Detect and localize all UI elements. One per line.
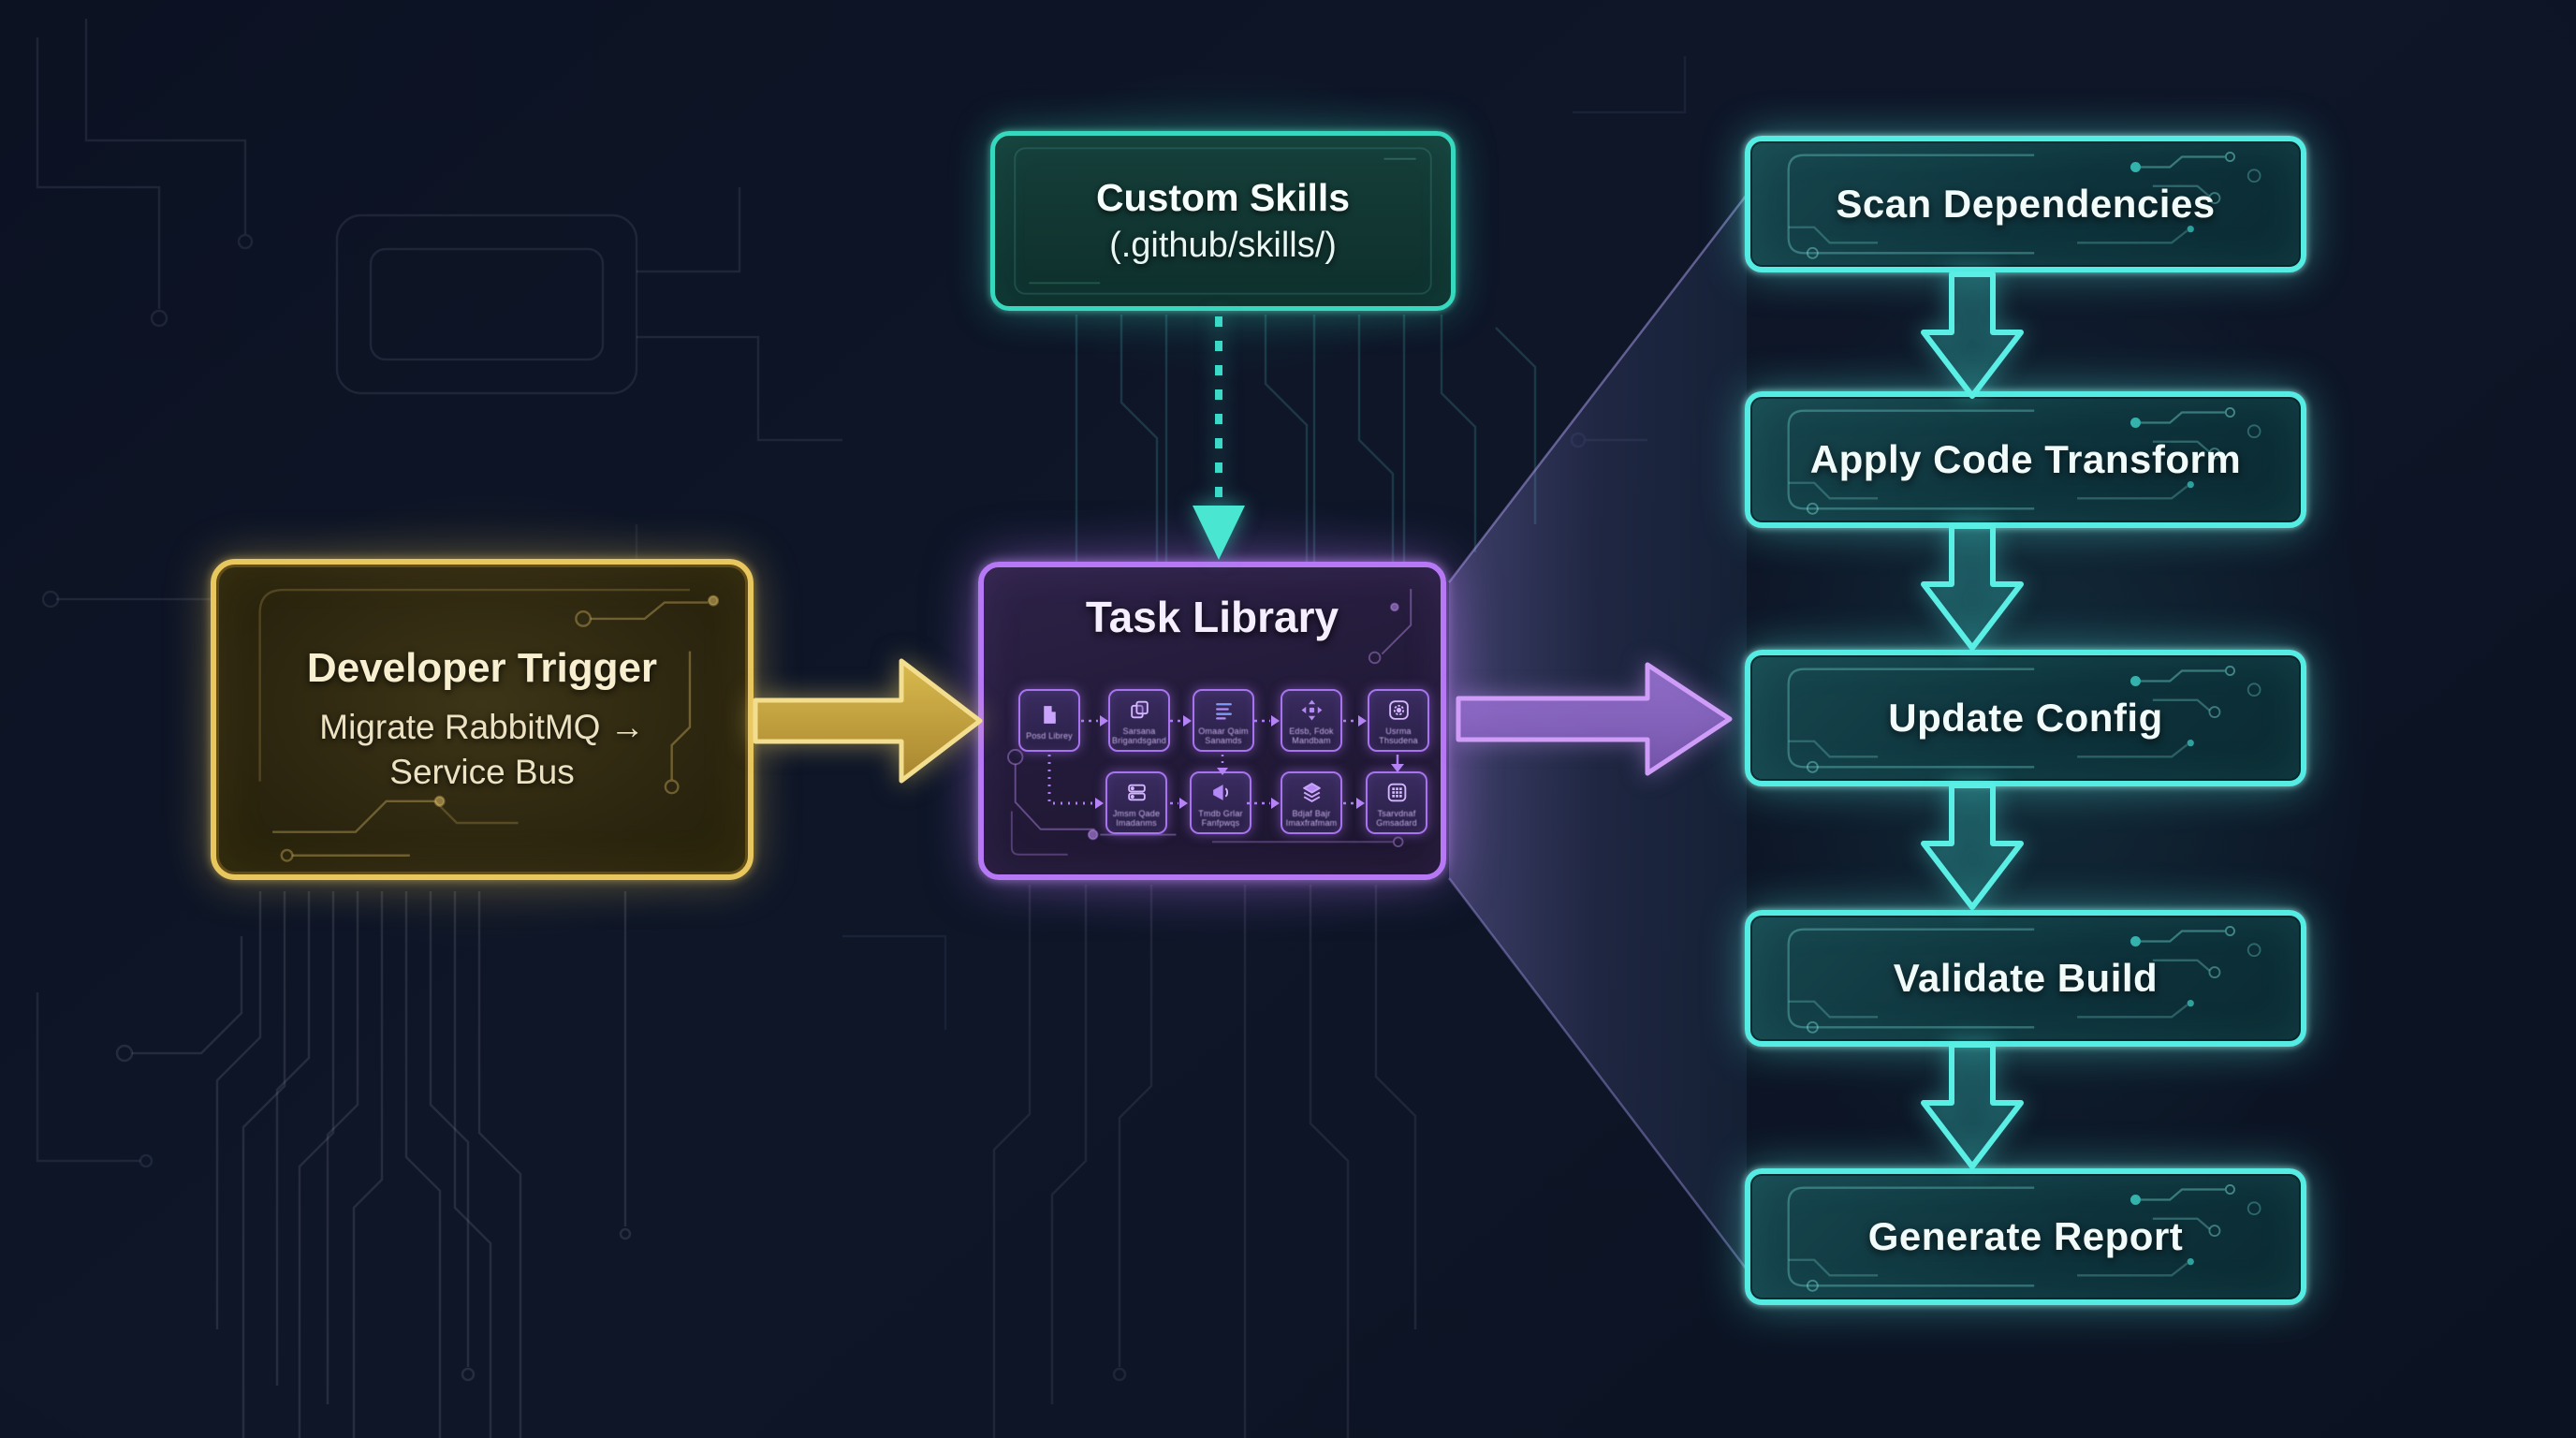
pipeline-step-label: Apply Code Transform bbox=[1809, 437, 2242, 481]
pipeline-step-label: Update Config bbox=[1888, 696, 2163, 740]
pipeline-step-label: Generate Report bbox=[1867, 1214, 2184, 1258]
task-library-title: Task Library bbox=[1085, 593, 1339, 641]
task-mini-label: Posd Librey bbox=[1026, 730, 1073, 741]
developer-trigger-task: Migrate RabbitMQ → Service Bus bbox=[319, 705, 645, 794]
library-to-pipeline-arrow bbox=[1456, 662, 1733, 776]
pipeline-step-validate-build: Validate Build bbox=[1745, 910, 2306, 1047]
custom-skills-node: Custom Skills (.github/skills/) bbox=[990, 131, 1456, 311]
pipeline-down-arrow-4 bbox=[1916, 1039, 2028, 1170]
list-icon bbox=[1212, 697, 1236, 723]
library-icon bbox=[1038, 702, 1061, 727]
pipeline-down-arrow-1 bbox=[1916, 269, 2028, 400]
layers-icon bbox=[1300, 780, 1324, 805]
move-arrows-icon bbox=[1300, 697, 1324, 723]
custom-skills-path: (.github/skills/) bbox=[1109, 226, 1337, 265]
copy-icon bbox=[1128, 697, 1151, 723]
circuit-decoration bbox=[995, 136, 1451, 306]
trigger-to-library-arrow bbox=[753, 658, 983, 784]
pipeline-down-arrow-2 bbox=[1916, 521, 2028, 652]
task-line-2: Service Bus bbox=[389, 752, 575, 791]
pipeline-down-arrow-3 bbox=[1916, 780, 2028, 911]
gear-icon bbox=[1387, 697, 1411, 723]
task-mini-box: Posd Librey bbox=[1018, 689, 1080, 752]
skills-to-library-dotted-arrow bbox=[1193, 316, 1245, 560]
pipeline-step-update-config: Update Config bbox=[1745, 650, 2306, 786]
developer-trigger-title: Developer Trigger bbox=[306, 645, 658, 692]
pipeline-step-label: Scan Dependencies bbox=[1836, 182, 2216, 226]
megaphone-icon bbox=[1209, 780, 1233, 805]
task-line-1: Migrate RabbitMQ → bbox=[319, 708, 645, 747]
pipeline-step-apply-code-transform: Apply Code Transform bbox=[1745, 391, 2306, 528]
grid-icon bbox=[1385, 780, 1409, 805]
server-icon bbox=[1125, 780, 1149, 805]
pipeline-step-generate-report: Generate Report bbox=[1745, 1168, 2306, 1305]
pipeline-step-label: Validate Build bbox=[1893, 956, 2159, 1000]
developer-trigger-node: Developer Trigger Migrate RabbitMQ → Ser… bbox=[211, 559, 754, 880]
pipeline-step-scan-dependencies: Scan Dependencies bbox=[1745, 136, 2306, 272]
custom-skills-title: Custom Skills bbox=[1095, 176, 1351, 219]
